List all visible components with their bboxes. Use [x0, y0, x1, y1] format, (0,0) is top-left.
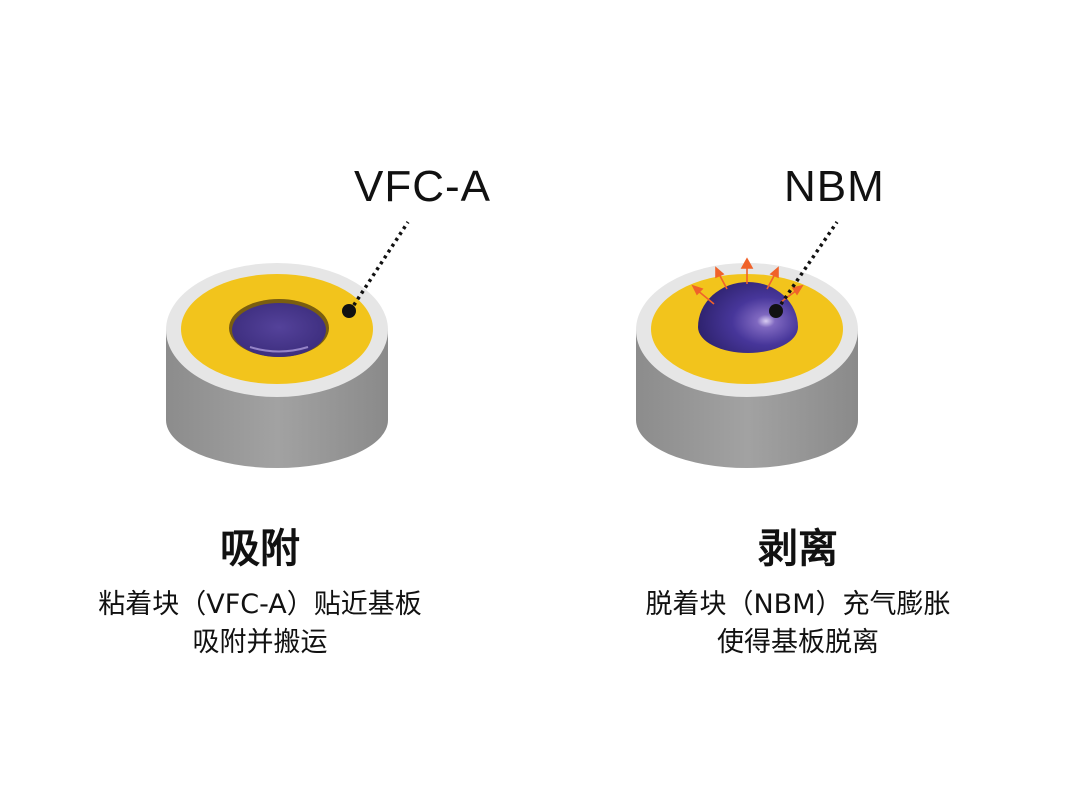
description-adsorption: 粘着块（VFC-A）贴近基板 吸附并搬运 [0, 586, 530, 662]
title-adsorption: 吸附 [220, 526, 300, 572]
description-line: 使得基板脱离 [717, 627, 879, 658]
arrow-icon [780, 284, 804, 303]
arrow-icon [766, 266, 779, 290]
vfc-a-core [232, 303, 326, 357]
panel-adsorption: VFC-A 吸附 粘着块（VFC-A）贴近基板 吸附并搬运 [0, 162, 530, 662]
description-peeling: 脱着块（NBM）充气膨胀 使得基板脱离 [528, 586, 1068, 662]
arrow-icon [740, 257, 754, 284]
arrow-icon [691, 284, 715, 305]
panel-peeling: NBM 剥离 脱着 [540, 0, 1080, 810]
expansion-arrows [691, 257, 804, 305]
nbm-inflated-dome [698, 282, 798, 353]
callout-label-nbm: NBM [784, 162, 885, 211]
leader-dot [342, 304, 356, 318]
callout-label-vfc-a: VFC-A [354, 162, 491, 211]
arrow-icon [715, 266, 728, 290]
nbm-block-illustration [636, 221, 858, 468]
leader-dot [769, 304, 783, 318]
leader-line [348, 221, 410, 312]
description-line: 脱着块（NBM）充气膨胀 [645, 589, 951, 620]
title-peeling: 剥离 [758, 526, 838, 572]
description-line: 吸附并搬运 [192, 627, 328, 658]
vfc-a-block-illustration [166, 221, 410, 468]
description-line: 粘着块（VFC-A）贴近基板 [98, 589, 422, 620]
